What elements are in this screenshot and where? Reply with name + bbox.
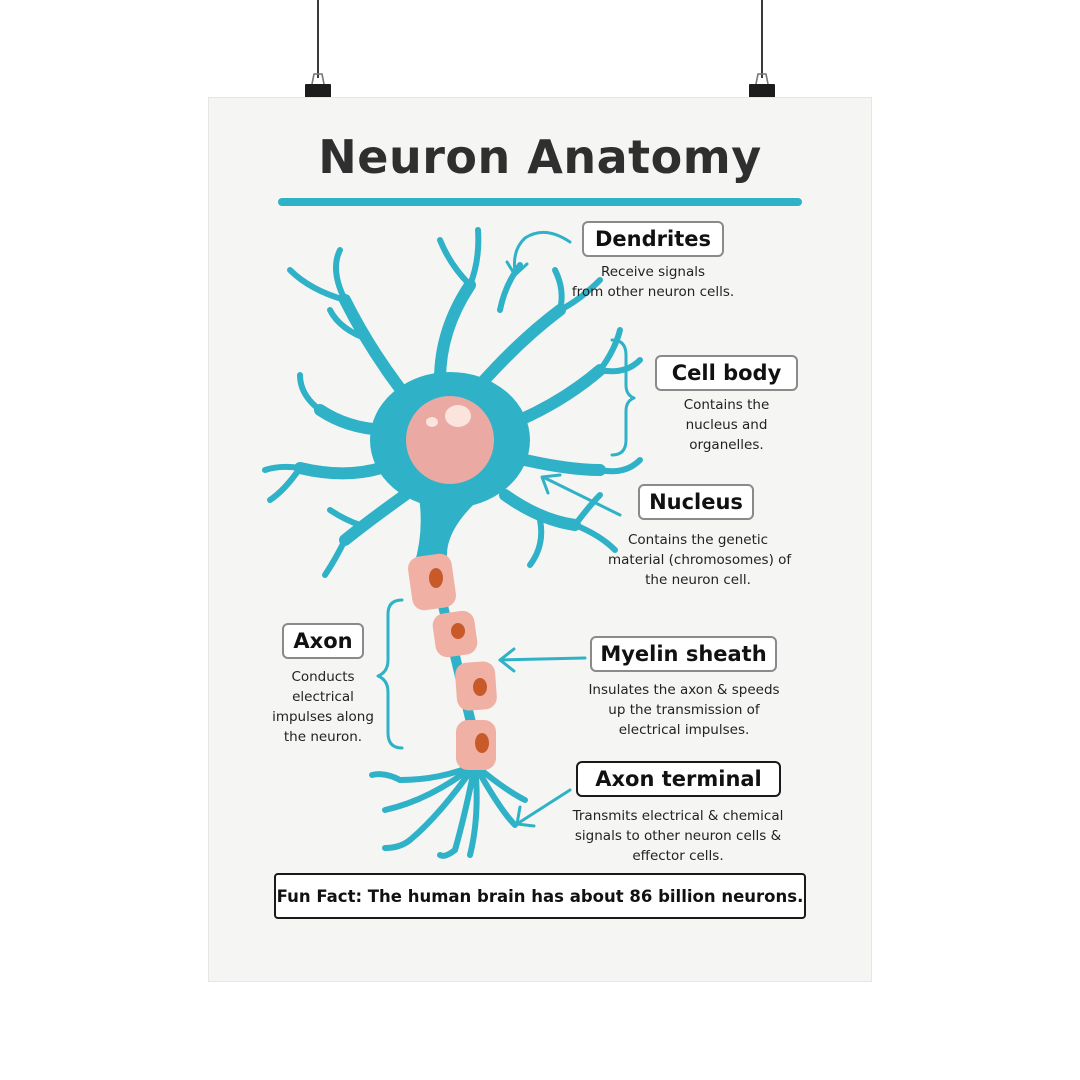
axon-terminal-pointer bbox=[518, 788, 572, 824]
label-dendrites-title: Dendrites bbox=[595, 227, 711, 251]
desc-line: from other neuron cells. bbox=[571, 284, 735, 300]
label-axon-title: Axon bbox=[293, 629, 353, 653]
label-cell-body: Cell body bbox=[655, 355, 798, 391]
desc-line: Contains the genetic bbox=[627, 532, 769, 548]
label-axon-terminal: Axon terminal bbox=[576, 761, 781, 797]
cell-body-brace bbox=[610, 338, 636, 457]
nucleus-highlight-large bbox=[445, 405, 471, 427]
axon-terminal-pointer-arrowhead bbox=[515, 805, 536, 828]
dendrites-pointer bbox=[513, 230, 572, 274]
nucleus-pointer bbox=[543, 476, 622, 517]
desc-line: Transmits electrical & chemical bbox=[572, 808, 784, 824]
desc-line: impulses along bbox=[272, 709, 374, 725]
nucleus-pointer-arrowhead bbox=[540, 473, 562, 495]
desc-myelin-sheath: Insulates the axon & speeds up the trans… bbox=[584, 680, 784, 740]
desc-axon: Conducts electrical impulses along the n… bbox=[268, 667, 378, 747]
hanging-wire-right bbox=[761, 0, 763, 78]
desc-line: Insulates the axon & speeds bbox=[588, 682, 780, 698]
myelin-segments bbox=[408, 553, 497, 770]
desc-line: Receive signals bbox=[600, 264, 706, 280]
label-myelin-sheath-title: Myelin sheath bbox=[600, 642, 767, 666]
cell-body-nucleus bbox=[406, 396, 494, 484]
label-myelin-sheath: Myelin sheath bbox=[590, 636, 777, 672]
desc-dendrites: Receive signals from other neuron cells. bbox=[560, 262, 746, 302]
desc-line: nucleus and bbox=[685, 417, 768, 433]
label-dendrites: Dendrites bbox=[582, 221, 724, 257]
soma-neck bbox=[414, 490, 490, 565]
desc-line: the neuron cell. bbox=[645, 572, 751, 588]
desc-line: organelles. bbox=[689, 437, 764, 453]
desc-cell-body: Contains the nucleus and organelles. bbox=[655, 395, 798, 455]
dendrites-pointer-arrowhead bbox=[505, 260, 529, 277]
desc-line: up the transmission of bbox=[608, 702, 760, 718]
axon-brace bbox=[376, 598, 404, 750]
desc-line: electrical impulses. bbox=[618, 722, 750, 738]
desc-line: the neuron. bbox=[283, 729, 363, 745]
desc-axon-terminal: Transmits electrical & chemical signals … bbox=[570, 806, 786, 866]
desc-line: material (chromosomes) of bbox=[608, 552, 792, 568]
fun-fact-text: Fun Fact: The human brain has about 86 b… bbox=[276, 886, 804, 906]
page-title: Neuron Anatomy bbox=[318, 130, 762, 184]
label-axon: Axon bbox=[282, 623, 364, 659]
desc-line: Conducts bbox=[291, 669, 355, 685]
hanging-wire-left bbox=[317, 0, 319, 78]
desc-line: effector cells. bbox=[632, 848, 724, 864]
label-nucleus: Nucleus bbox=[638, 484, 754, 520]
desc-line: signals to other neuron cells & bbox=[574, 828, 782, 844]
label-axon-terminal-title: Axon terminal bbox=[595, 767, 762, 791]
label-nucleus-title: Nucleus bbox=[649, 490, 743, 514]
label-cell-body-title: Cell body bbox=[671, 361, 782, 385]
title-underline bbox=[278, 198, 802, 206]
myelin-pointer-arrowhead bbox=[498, 647, 516, 673]
desc-line: Contains the bbox=[683, 397, 770, 413]
fun-fact-box: Fun Fact: The human brain has about 86 b… bbox=[274, 873, 806, 919]
nucleus-highlight-small bbox=[426, 417, 438, 427]
desc-line: electrical bbox=[292, 689, 354, 705]
desc-nucleus: Contains the genetic material (chromosom… bbox=[608, 530, 792, 590]
myelin-pointer bbox=[498, 656, 587, 662]
